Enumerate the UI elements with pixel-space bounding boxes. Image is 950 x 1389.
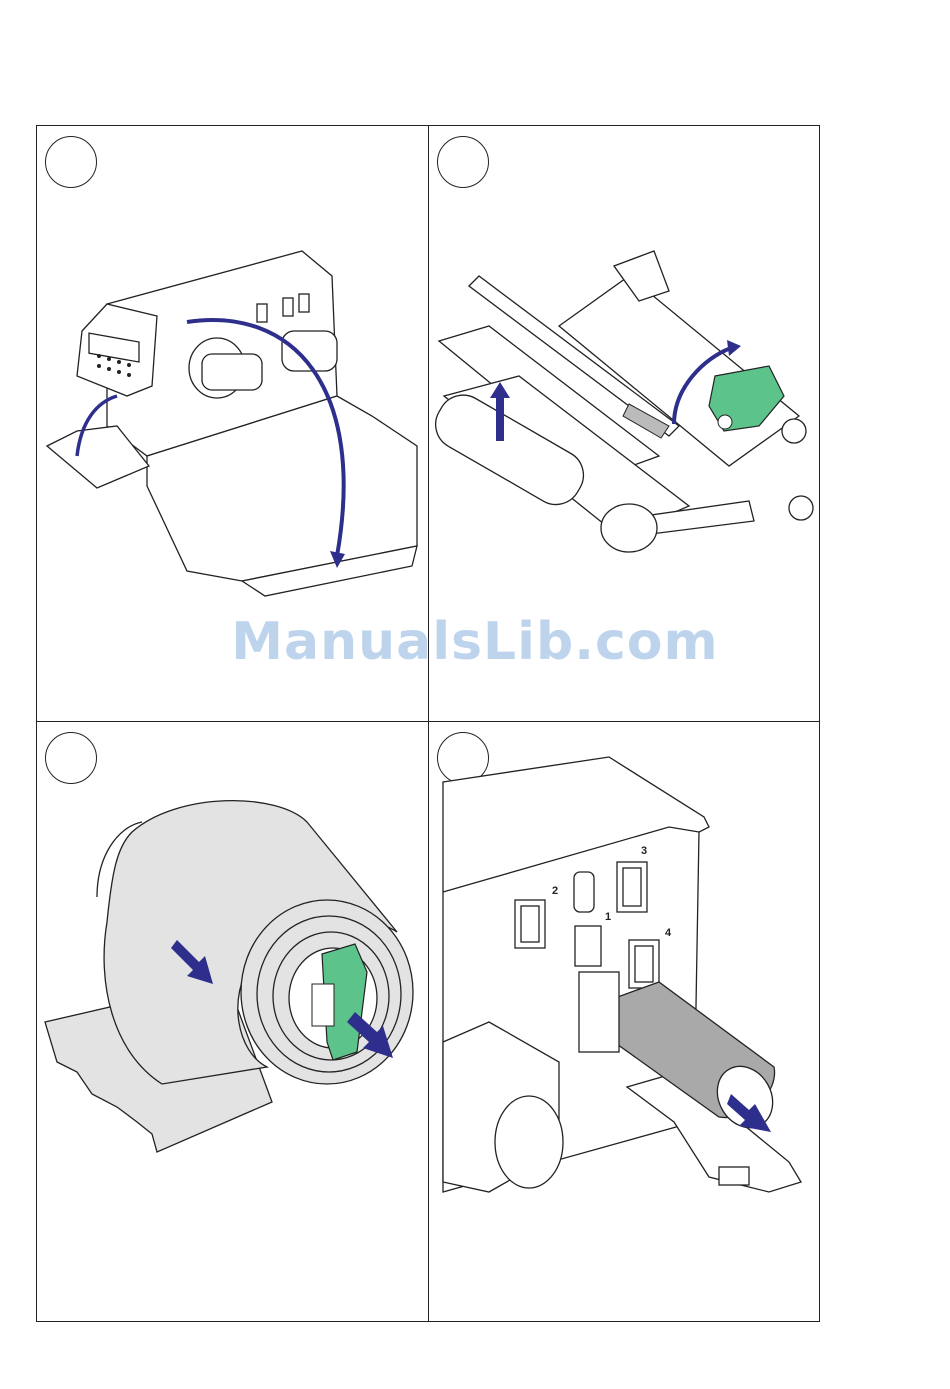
slot-label-2: 2 (552, 885, 558, 897)
step-grid: 2 3 1 4 (36, 125, 820, 1322)
slot-label-3: 3 (641, 845, 647, 857)
step-panel-3 (37, 722, 428, 1321)
spindle-removal-illustration: 2 3 1 4 (429, 722, 819, 1321)
slot-label-1: 1 (605, 911, 611, 923)
watermark: ManualsLib.com (0, 612, 950, 672)
slot-label-4: 4 (665, 927, 672, 939)
media-roll-illustration (37, 722, 428, 1321)
step-panel-4: 2 3 1 4 (429, 722, 819, 1321)
